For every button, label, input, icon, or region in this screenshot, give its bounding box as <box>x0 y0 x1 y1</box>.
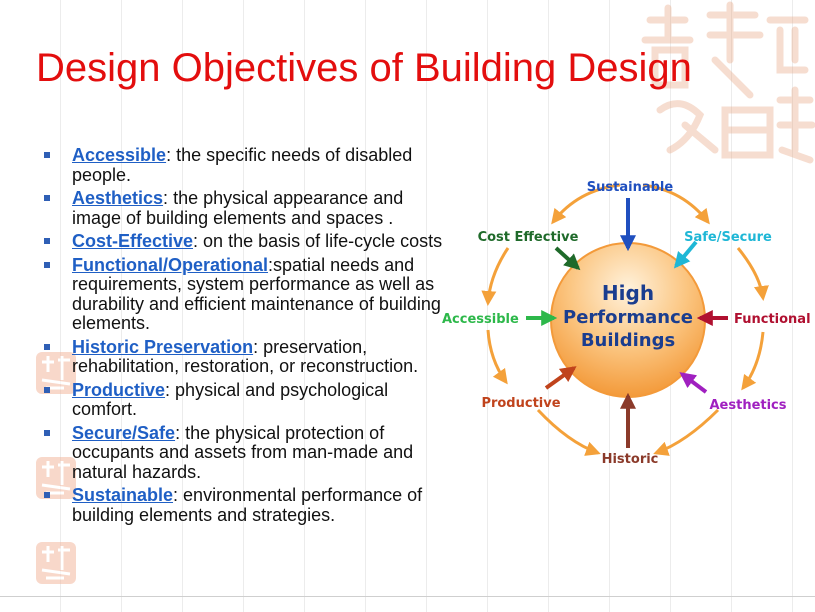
bullet-square-icon <box>44 492 50 498</box>
term-description: physical and psychological comfort. <box>72 379 389 419</box>
node-aesthetics: Aesthetics <box>709 398 786 413</box>
term-description: the specific needs of disabled people. <box>72 145 413 185</box>
node-cost-effective: Cost Effective <box>478 230 579 245</box>
bullet-square-icon <box>44 386 50 393</box>
term-separator: : <box>166 145 177 165</box>
node-accessible: Accessible <box>442 312 519 327</box>
decorative-stamp <box>36 352 76 394</box>
term-link[interactable]: Productive <box>72 379 166 400</box>
ring-arrows <box>481 183 769 456</box>
decorative-seal-logo <box>641 1 815 164</box>
list-item: Cost-Effective: on the basis of life-cyc… <box>40 231 450 252</box>
high-performance-diagram: High Performance Buildings Sustainable S… <box>442 180 811 467</box>
center-line-3: Buildings <box>581 330 675 351</box>
term-separator: : <box>253 336 264 357</box>
arrow-productive <box>544 366 577 390</box>
center-line-2: Performance <box>563 307 693 328</box>
node-historic: Historic <box>602 452 659 467</box>
bullet-square-icon <box>44 152 50 158</box>
term-link[interactable]: Cost-Effective <box>72 231 194 251</box>
objectives-list: Accessible: the specific needs of disabl… <box>40 145 450 529</box>
decorative-stamp <box>36 457 76 499</box>
term-separator: : <box>193 231 204 251</box>
term-description: environmental performance of building el… <box>72 485 423 525</box>
term-separator: : <box>268 254 274 275</box>
node-safe-secure: Safe/Secure <box>684 230 772 245</box>
bullet-square-icon <box>44 429 50 436</box>
center-line-1: High <box>602 281 654 305</box>
arrow-aesthetics <box>679 372 708 394</box>
term-link[interactable]: Sustainable <box>72 485 174 505</box>
term-separator: : <box>163 188 174 208</box>
term-separator: : <box>165 379 176 400</box>
term-link[interactable]: Aesthetics <box>72 188 164 208</box>
term-separator: : <box>173 485 184 505</box>
arrow-safe-secure <box>673 240 698 269</box>
term-description: preservation, rehabilitation, restoratio… <box>72 336 419 376</box>
term-separator: : <box>175 422 186 443</box>
term-description: the physical appearance and image of bui… <box>72 188 404 228</box>
bullet-square-icon <box>44 261 50 268</box>
term-link[interactable]: Accessible <box>72 145 167 165</box>
list-item: Secure/Safe: the physical protection of … <box>40 422 450 483</box>
term-description: on the basis of life-cycle costs <box>203 231 443 251</box>
term-description: spatial needs and requirements, system p… <box>72 254 441 333</box>
term-link[interactable]: Historic Preservation <box>72 336 254 357</box>
list-item: Historic Preservation: preservation, reh… <box>40 336 450 377</box>
term-link[interactable]: Functional/Operational <box>72 254 269 275</box>
term-description: the physical protection of occupants and… <box>72 422 414 482</box>
list-item: Productive: physical and psychological c… <box>40 379 450 420</box>
list-item: Functional/Operational:spatial needs and… <box>40 254 450 334</box>
bullet-square-icon <box>44 195 50 201</box>
arrow-cost-effective <box>554 246 581 271</box>
list-item: Sustainable: environmental performance o… <box>40 485 450 525</box>
decorative-stamp <box>36 542 76 584</box>
node-functional: Functional <box>734 312 811 327</box>
bullet-square-icon <box>44 343 50 350</box>
divider <box>0 596 815 597</box>
node-productive: Productive <box>481 396 560 411</box>
slide-title: Design Objectives of Building Design <box>36 46 692 90</box>
list-item: Accessible: the specific needs of disabl… <box>40 145 450 185</box>
term-link[interactable]: Secure/Safe <box>72 422 176 443</box>
node-sustainable: Sustainable <box>587 180 674 195</box>
list-item: Aesthetics: the physical appearance and … <box>40 188 450 228</box>
bullet-square-icon <box>44 238 50 244</box>
